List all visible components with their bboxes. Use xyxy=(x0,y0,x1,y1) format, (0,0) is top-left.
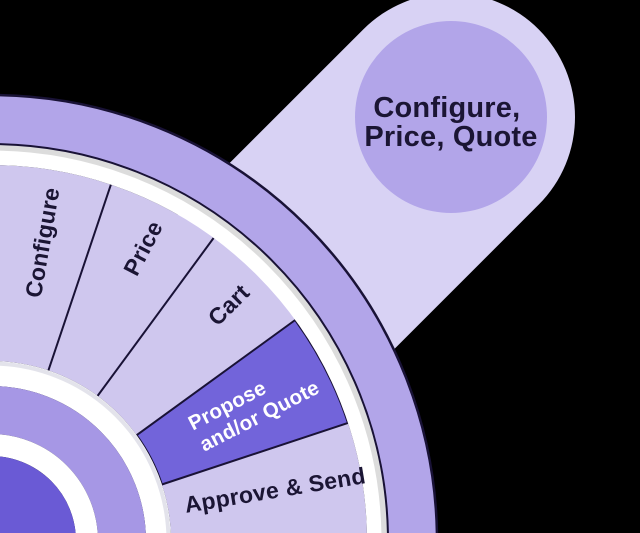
divider-configure-price xyxy=(47,184,112,371)
callout-text-line2: Price, Quote xyxy=(364,121,537,153)
center-disc xyxy=(0,456,76,533)
callout-text: Configure, Price, Quote xyxy=(364,92,537,153)
callout-bubble xyxy=(355,21,547,213)
callout-text-line1: Configure, xyxy=(373,92,520,124)
divider-price-cart xyxy=(96,237,215,397)
process-wheel: Configure Price Cart Propose and/or Quot… xyxy=(0,93,439,533)
